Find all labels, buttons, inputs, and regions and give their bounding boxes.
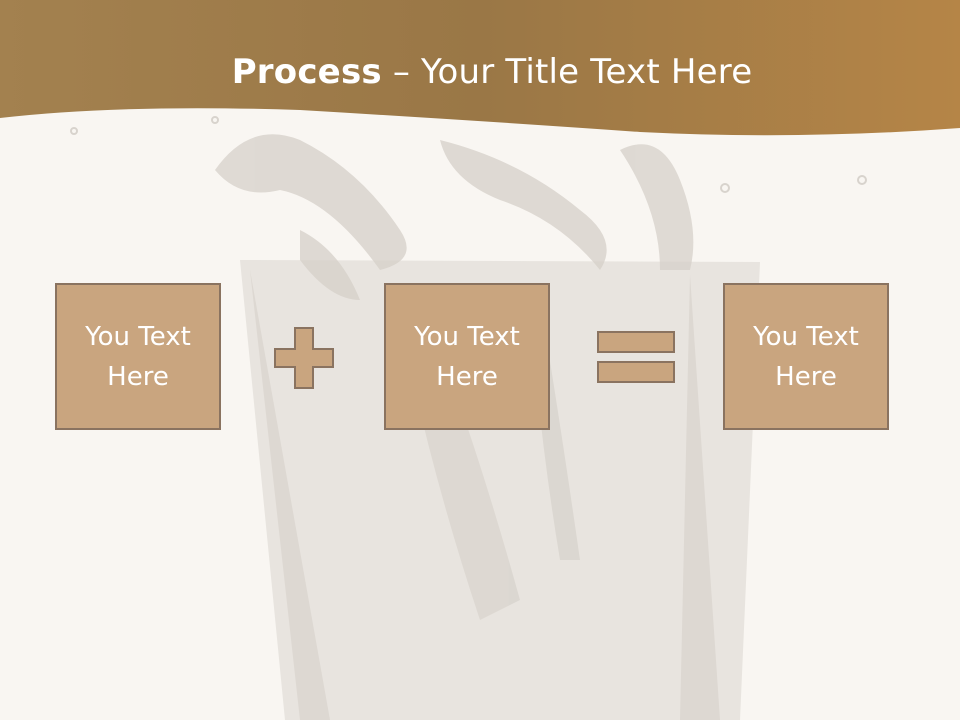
process-box-3[interactable]: You Text Here [723,283,889,430]
title-rest-text: – Your Title Text Here [381,52,753,92]
title-bold-word: Process [231,52,382,92]
process-box-2-text: You Text Here [414,321,520,392]
equals-icon [597,331,675,383]
slide-title: Process – Your Title Text Here [0,52,960,92]
process-box-1[interactable]: You Text Here [55,283,221,430]
process-box-1-text: You Text Here [85,321,191,392]
process-box-3-text: You Text Here [753,321,859,392]
plus-icon [274,327,334,389]
process-box-2[interactable]: You Text Here [384,283,550,430]
